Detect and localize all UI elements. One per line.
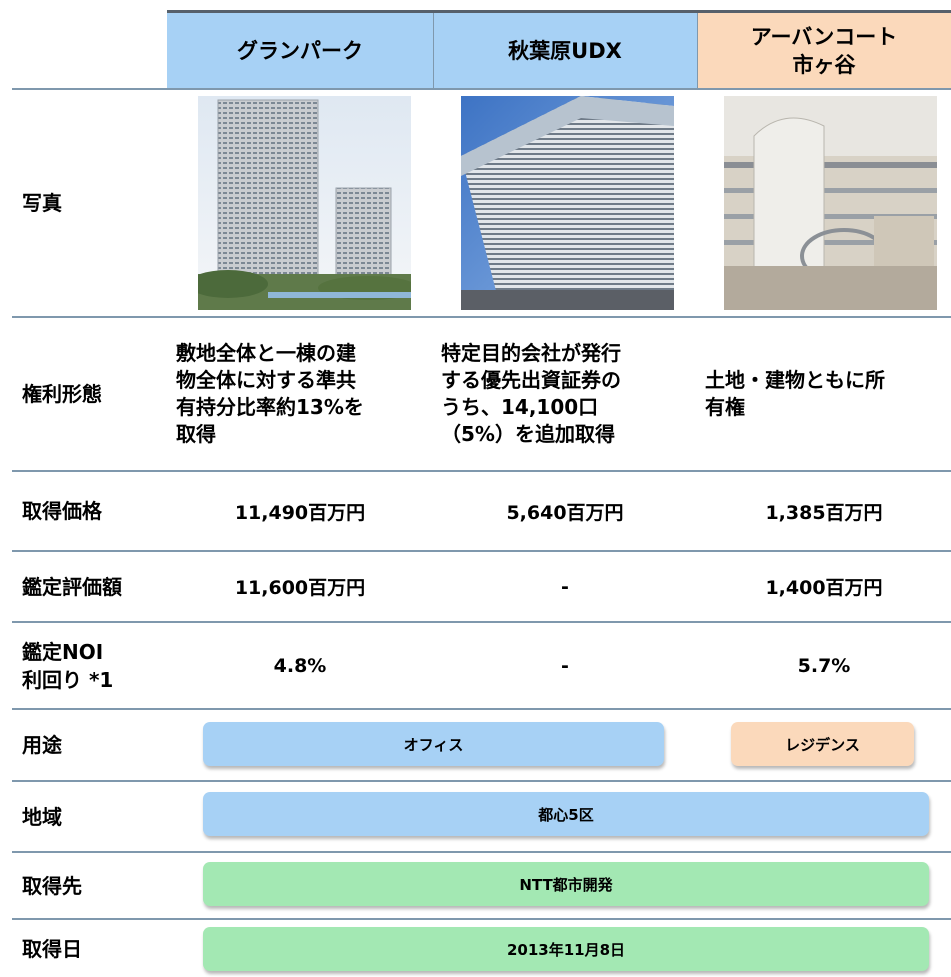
header-granpark-label: グランパーク xyxy=(237,38,363,63)
appraisal-akihabara-udx: - xyxy=(561,575,569,598)
rights-urbancourt: 土地・建物ともに所 有権 xyxy=(705,318,949,470)
price-akihabara-udx: 5,640百万円 xyxy=(506,501,624,524)
photo-akihabara-udx xyxy=(461,96,674,310)
rights-granpark-line: 有持分比率約13%を xyxy=(176,395,364,419)
label-photo: 写真 xyxy=(22,90,167,316)
row-divider xyxy=(12,88,951,90)
row-divider xyxy=(12,470,951,472)
label-appraisal-text: 鑑定評価額 xyxy=(22,574,122,599)
row-divider xyxy=(12,780,951,782)
header-urbancourt-label: アーバンコート 市ヶ谷 xyxy=(751,23,898,79)
photo-urbancourt xyxy=(724,96,937,310)
label-rights-text: 権利形態 xyxy=(22,382,102,406)
row-divider xyxy=(12,550,951,552)
label-area-text: 地域 xyxy=(22,804,62,829)
rights-udx-line: する優先出資証券の xyxy=(441,368,621,392)
label-seller-text: 取得先 xyxy=(22,873,82,898)
label-photo-text: 写真 xyxy=(22,191,62,215)
photo-granpark xyxy=(198,96,411,310)
rights-granpark-line: 取得 xyxy=(176,422,216,446)
row-divider xyxy=(12,918,951,920)
appraisal-granpark: 11,600百万円 xyxy=(234,577,366,599)
header-urbancourt-line1: アーバンコート xyxy=(750,24,898,49)
seller-pill: NTT都市開発 xyxy=(203,862,929,906)
row-divider xyxy=(12,316,951,318)
noi-urbancourt: 5.7% xyxy=(797,654,851,677)
usage-office-pill: オフィス xyxy=(203,722,664,766)
label-seller: 取得先 xyxy=(22,853,167,918)
noi-akihabara-udx: - xyxy=(561,654,569,677)
label-area: 地域 xyxy=(22,782,167,851)
label-price-text: 取得価格 xyxy=(22,499,102,523)
label-usage-text: 用途 xyxy=(22,733,62,757)
label-date-text: 取得日 xyxy=(22,936,82,961)
rights-granpark-line: 敷地全体と一棟の建 xyxy=(176,341,356,365)
label-noi-line2: 利回り *1 xyxy=(22,667,114,692)
row-divider xyxy=(12,851,951,853)
label-usage: 用途 xyxy=(22,710,167,780)
rights-granpark: 敷地全体と一棟の建 物全体に対する準共 有持分比率約13%を 取得 xyxy=(176,318,431,470)
label-price: 取得価格 xyxy=(22,472,167,550)
header-divider xyxy=(433,13,434,88)
rights-akihabara-udx: 特定目的会社が発行 する優先出資証券の うち、14,100口 （5%）を追加取得 xyxy=(441,318,696,470)
header-urbancourt: アーバンコート 市ヶ谷 xyxy=(697,10,951,88)
price-granpark: 11,490百万円 xyxy=(234,501,366,524)
rights-urbancourt-line: 土地・建物ともに所 xyxy=(705,368,885,392)
row-divider xyxy=(12,708,951,710)
area-pill: 都心5区 xyxy=(203,792,929,836)
label-date: 取得日 xyxy=(22,920,167,977)
rights-udx-line: うち、14,100口 xyxy=(441,395,599,419)
header-urbancourt-line2: 市ヶ谷 xyxy=(792,52,856,77)
header-divider xyxy=(697,13,698,88)
usage-residence-pill: レジデンス xyxy=(731,722,914,766)
row-divider xyxy=(12,621,951,623)
header-udx-label: 秋葉原UDX xyxy=(508,38,622,63)
rights-udx-line: 特定目的会社が発行 xyxy=(441,341,621,365)
date-pill: 2013年11月8日 xyxy=(203,927,929,971)
header-akihabara-udx: 秋葉原UDX xyxy=(433,10,697,88)
rights-urbancourt-line: 有権 xyxy=(705,395,745,419)
label-rights: 権利形態 xyxy=(22,318,167,470)
rights-udx-line: （5%）を追加取得 xyxy=(441,422,615,446)
label-appraisal: 鑑定評価額 xyxy=(22,552,167,621)
label-noi-line1: 鑑定NOI xyxy=(22,639,104,664)
appraisal-urbancourt: 1,400百万円 xyxy=(765,577,883,599)
header-granpark: グランパーク xyxy=(167,10,433,88)
label-noi: 鑑定NOI 利回り *1 xyxy=(22,623,167,708)
price-urbancourt: 1,385百万円 xyxy=(765,501,883,524)
rights-granpark-line: 物全体に対する準共 xyxy=(176,368,356,392)
noi-granpark: 4.8% xyxy=(273,654,327,677)
